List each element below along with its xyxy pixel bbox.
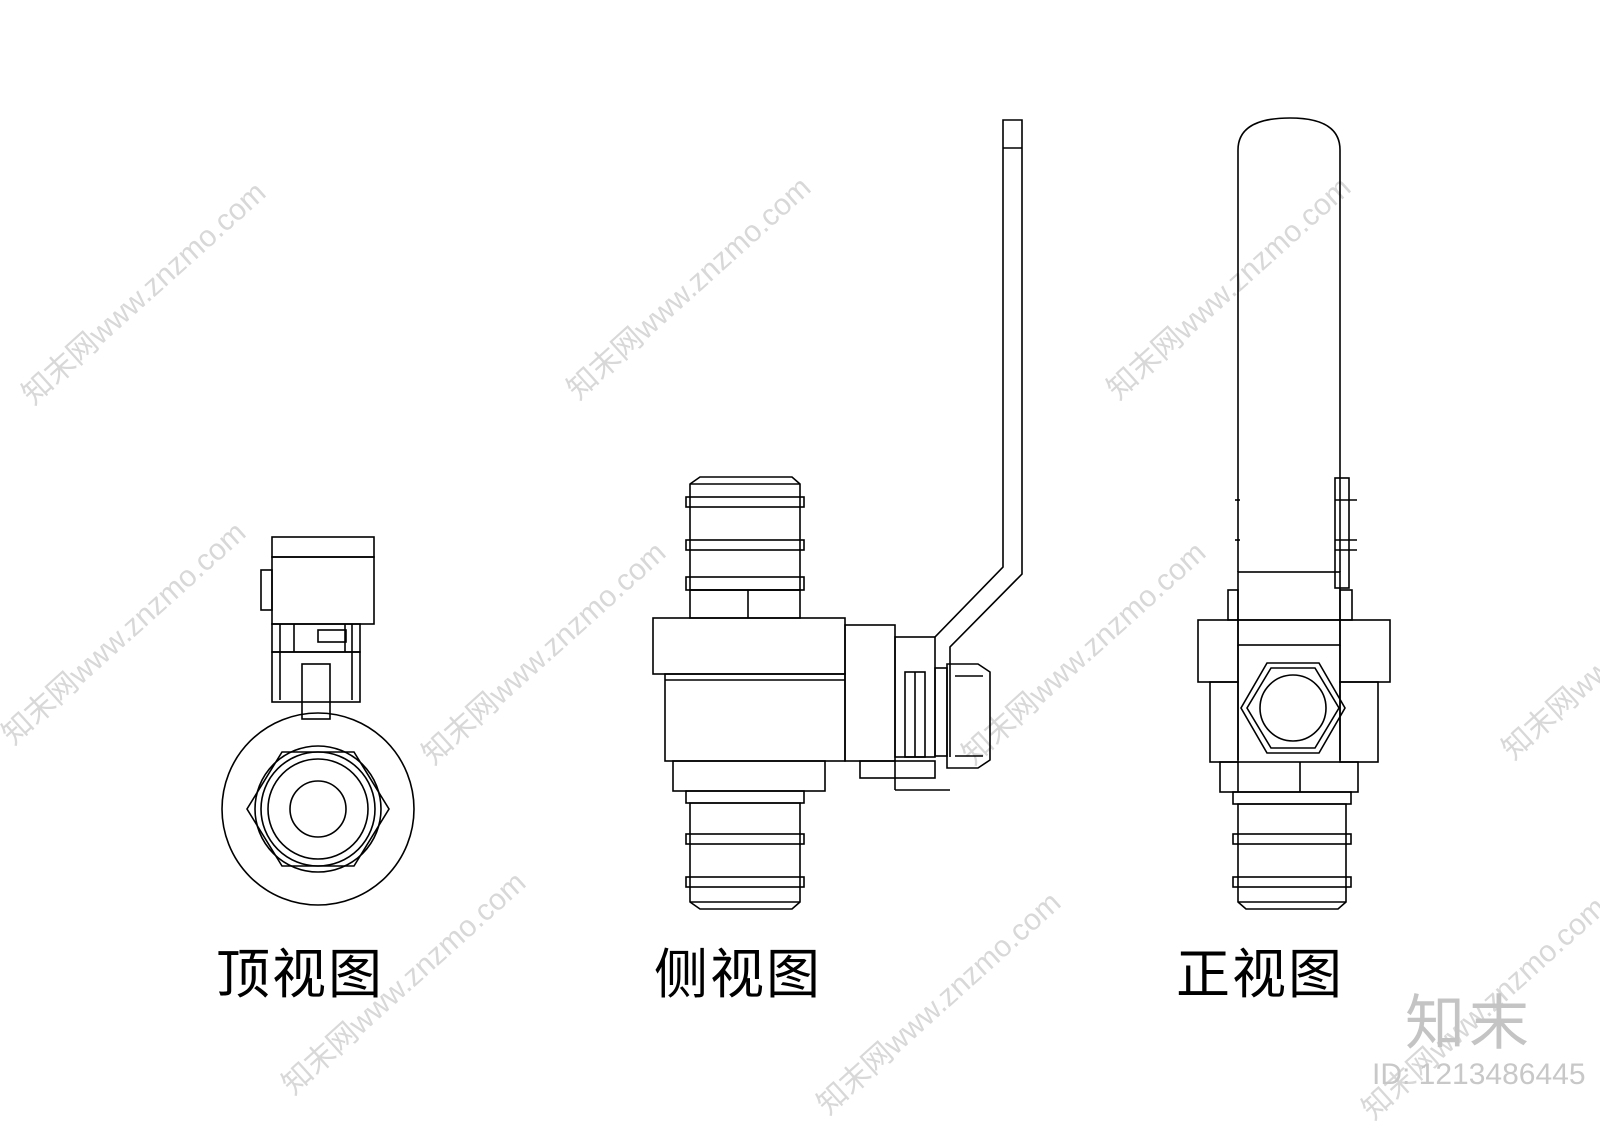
top-view [221, 536, 415, 906]
side-view-caption: 侧视图 [654, 943, 822, 1006]
top-view-caption: 顶视图 [216, 943, 384, 1006]
side-view [652, 119, 1023, 910]
image-id-label: ID: 1213486445 [1372, 1058, 1586, 1091]
brand-logo: 知末 [1405, 989, 1533, 1059]
front-view [1197, 117, 1391, 910]
front-view-caption: 正视图 [1176, 943, 1344, 1006]
